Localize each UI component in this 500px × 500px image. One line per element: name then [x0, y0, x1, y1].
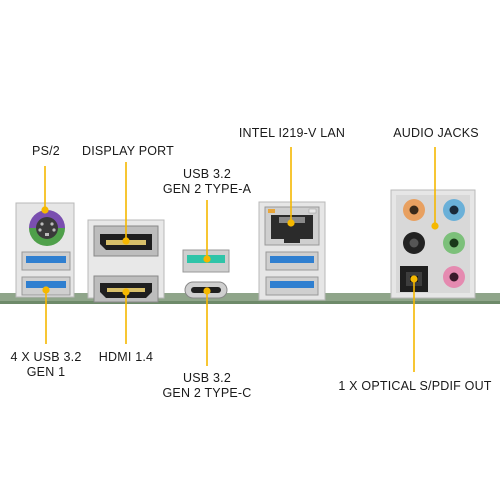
- label-display-port: DISPLAY PORT: [81, 144, 175, 158]
- audio-block: [390, 189, 476, 299]
- label-usb-a-line1: USB 3.2: [183, 167, 231, 181]
- label-ps2: PS/2: [32, 144, 60, 158]
- label-optical: 1 X OPTICAL S/PDIF OUT: [338, 379, 492, 393]
- label-hdmi: HDMI 1.4: [98, 350, 154, 364]
- label-audio: AUDIO JACKS: [393, 126, 479, 140]
- label-usb-c-line1: USB 3.2: [183, 371, 231, 385]
- ps2-usb-stack: [15, 202, 75, 298]
- label-usb-c-line2: GEN 2 TYPE-C: [162, 386, 252, 400]
- label-usb4-line1: 4 X USB 3.2: [10, 350, 82, 364]
- pcb-edge: [0, 293, 500, 303]
- callout-lines: [41, 147, 439, 372]
- label-lan: INTEL I219-V LAN: [238, 126, 346, 140]
- label-usb-a-line2: GEN 2 TYPE-A: [162, 182, 252, 196]
- lan-usb-stack: [258, 201, 326, 301]
- label-usb4-line2: GEN 1: [26, 365, 66, 379]
